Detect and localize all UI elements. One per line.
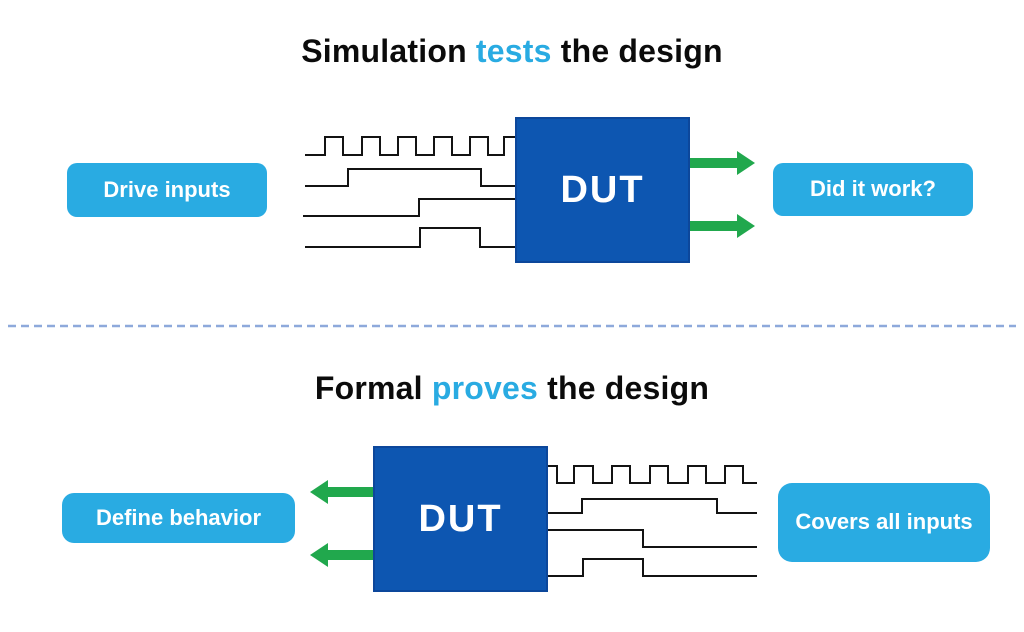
drive-inputs-text: Drive inputs bbox=[103, 176, 231, 202]
bottom-title-post: the design bbox=[538, 370, 710, 406]
bottom-section-title: Formal proves the design bbox=[0, 370, 1024, 407]
covers-all-inputs-label: Covers all inputs bbox=[778, 483, 990, 562]
bottom-title-highlight: proves bbox=[431, 370, 538, 406]
signal-waveform-top-4 bbox=[305, 227, 515, 248]
did-it-work-text: Did it work? bbox=[810, 176, 936, 202]
dut-bottom-label: DUT bbox=[418, 497, 503, 540]
clock-waveform-top bbox=[305, 136, 515, 156]
dut-top-label: DUT bbox=[560, 168, 645, 211]
top-title-pre: Simulation bbox=[301, 33, 476, 69]
signal-waveform-bottom-2 bbox=[548, 498, 757, 514]
signal-waveform-top-3 bbox=[303, 198, 515, 217]
arrow-right-icon-top-2 bbox=[690, 214, 755, 238]
define-behavior-text: Define behavior bbox=[95, 504, 262, 530]
define-behavior-label: Define behavior bbox=[62, 493, 295, 543]
signal-waveform-bottom-3 bbox=[548, 529, 757, 548]
signal-waveform-bottom-4 bbox=[548, 558, 757, 577]
covers-all-inputs-text: Covers all inputs bbox=[795, 509, 973, 535]
clock-waveform-bottom bbox=[548, 465, 757, 484]
arrow-left-icon-bottom-1 bbox=[310, 480, 373, 504]
arrow-right-icon-top-1 bbox=[690, 151, 755, 175]
dut-block-bottom: DUT bbox=[373, 446, 548, 592]
signal-waveform-top-2 bbox=[305, 168, 515, 187]
top-title-highlight: tests bbox=[475, 33, 552, 69]
top-title-post: the design bbox=[551, 33, 723, 69]
dut-block-top: DUT bbox=[515, 117, 690, 263]
did-it-work-label: Did it work? bbox=[773, 163, 973, 216]
top-section-title: Simulation tests the design bbox=[0, 33, 1024, 70]
drive-inputs-label: Drive inputs bbox=[67, 163, 267, 217]
bottom-title-pre: Formal bbox=[314, 370, 432, 406]
arrow-left-icon-bottom-2 bbox=[310, 543, 373, 567]
